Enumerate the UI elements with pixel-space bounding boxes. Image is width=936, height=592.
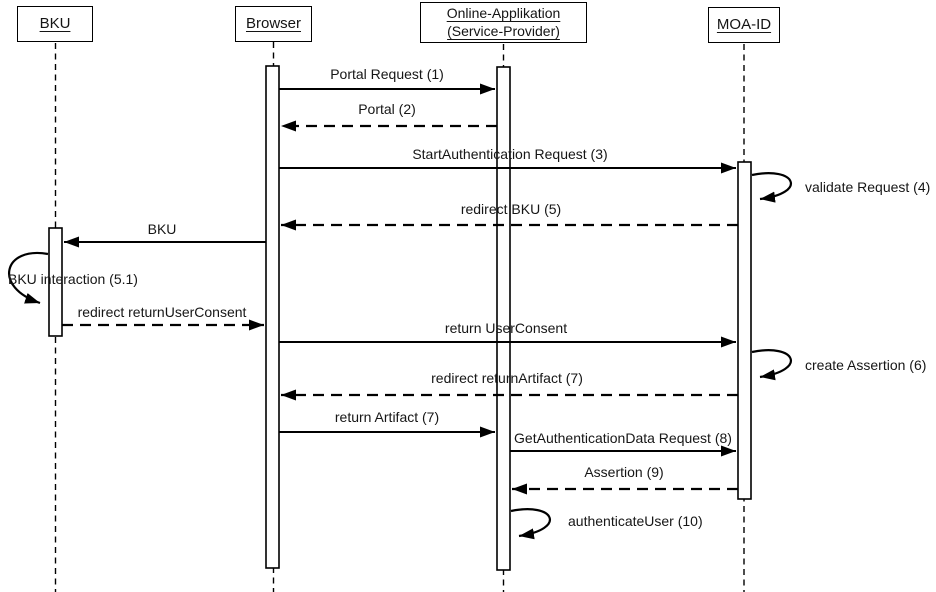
message-label-redirect-returnartifact: redirect returnArtifact (7)	[431, 370, 583, 386]
arrow-authenticateuser-selfloop	[510, 508, 551, 540]
activation-bar-bku	[48, 227, 63, 337]
message-label-authenticateuser: authenticateUser (10)	[568, 513, 703, 529]
actor-label-bku: BKU	[39, 14, 71, 32]
message-label-startauthentication: StartAuthentication Request (3)	[412, 146, 608, 162]
actor-label-browser: Browser	[245, 14, 301, 32]
arrow-bku-interaction-selfloop	[8, 251, 49, 305]
message-label-portal: Portal (2)	[358, 101, 416, 117]
message-label-redirect-bku: redirect BKU (5)	[460, 201, 562, 217]
arrow-validate-request-selfloop	[751, 172, 792, 203]
message-label-return-artifact: return Artifact (7)	[334, 409, 440, 425]
message-arrows	[8, 83, 792, 540]
actor-box-bku: BKU	[17, 6, 93, 42]
actor-label-moa-id: MOA-ID	[716, 15, 772, 33]
message-label-assertion: Assertion (9)	[584, 464, 664, 480]
message-label-getauthenticationdata: GetAuthenticationData Request (8)	[514, 430, 732, 446]
actor-box-browser: Browser	[235, 6, 312, 42]
message-label-redirect-returnuserconsent: redirect returnUserConsent	[77, 304, 247, 320]
activation-bar-online-app	[496, 66, 511, 571]
message-label-create-assertion: create Assertion (6)	[805, 357, 927, 373]
activation-bar-moa-id	[737, 161, 752, 500]
arrow-create-assertion-selfloop	[751, 349, 792, 381]
message-label-validate-request: validate Request (4)	[805, 179, 931, 195]
actor-label-online-app: Online-Applikation (Service-Provider)	[446, 5, 561, 39]
message-label-bku: BKU	[147, 221, 177, 237]
actor-box-moa-id: MOA-ID	[708, 7, 780, 43]
message-label-portal-request: Portal Request (1)	[330, 66, 444, 82]
activation-bars	[48, 65, 752, 571]
message-label-bku-interaction: BKU interaction (5.1)	[8, 271, 138, 287]
message-label-return-userconsent: return UserConsent	[444, 320, 568, 336]
activation-bar-browser	[265, 65, 280, 569]
actor-box-online-app: Online-Applikation (Service-Provider)	[420, 2, 587, 43]
